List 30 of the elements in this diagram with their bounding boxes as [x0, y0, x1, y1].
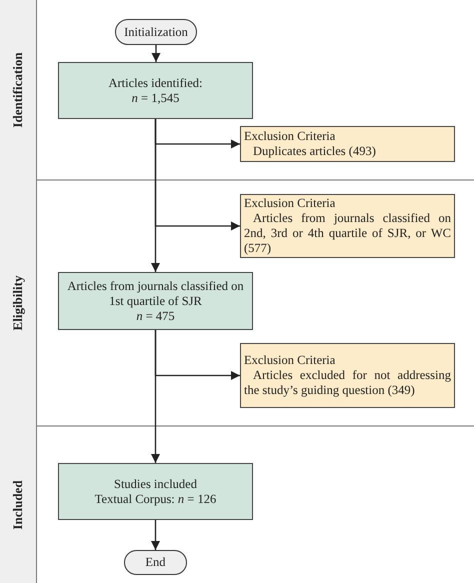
exclusion-box	[240, 126, 455, 162]
box-text: n = 475	[136, 308, 175, 324]
box-text: Initialization	[124, 24, 188, 40]
box-heading: Exclusion Criteria	[244, 196, 336, 211]
lane-label: Included	[10, 480, 26, 530]
terminal-pill	[124, 550, 187, 575]
box-heading: Exclusion Criteria	[244, 353, 336, 368]
exclusion-box	[240, 194, 455, 258]
box-text: Articles excluded for not addressing the study’s guiding question (349)	[244, 368, 451, 398]
lane-label: Eligibility	[10, 276, 26, 330]
arrow	[150, 520, 160, 550]
box-heading: Exclusion Criteria	[244, 129, 336, 144]
box-text: Duplicates articles (493)	[252, 144, 377, 159]
arrow	[150, 119, 160, 272]
terminal-pill	[115, 19, 197, 45]
box-text: End	[145, 555, 166, 570]
box-text: Studies included	[114, 476, 197, 492]
box-text: Articles from journals classified on 2nd, 3rd or 4th quartile of SJR, or WC (577)	[244, 211, 451, 256]
box-text: Articles identified:	[108, 76, 203, 90]
swimlane-band	[0, 0, 37, 180]
box-text: n = 1,545	[132, 90, 180, 106]
swimlane-band	[0, 426, 37, 583]
process-box	[58, 62, 253, 119]
arrow	[151, 45, 161, 62]
arrow	[150, 330, 160, 463]
box-text: Textual Corpus: n = 126	[94, 492, 216, 506]
exclusion-box	[240, 343, 455, 408]
lane-label: Identification	[10, 52, 26, 128]
process-box	[58, 463, 253, 520]
process-box	[58, 272, 253, 330]
